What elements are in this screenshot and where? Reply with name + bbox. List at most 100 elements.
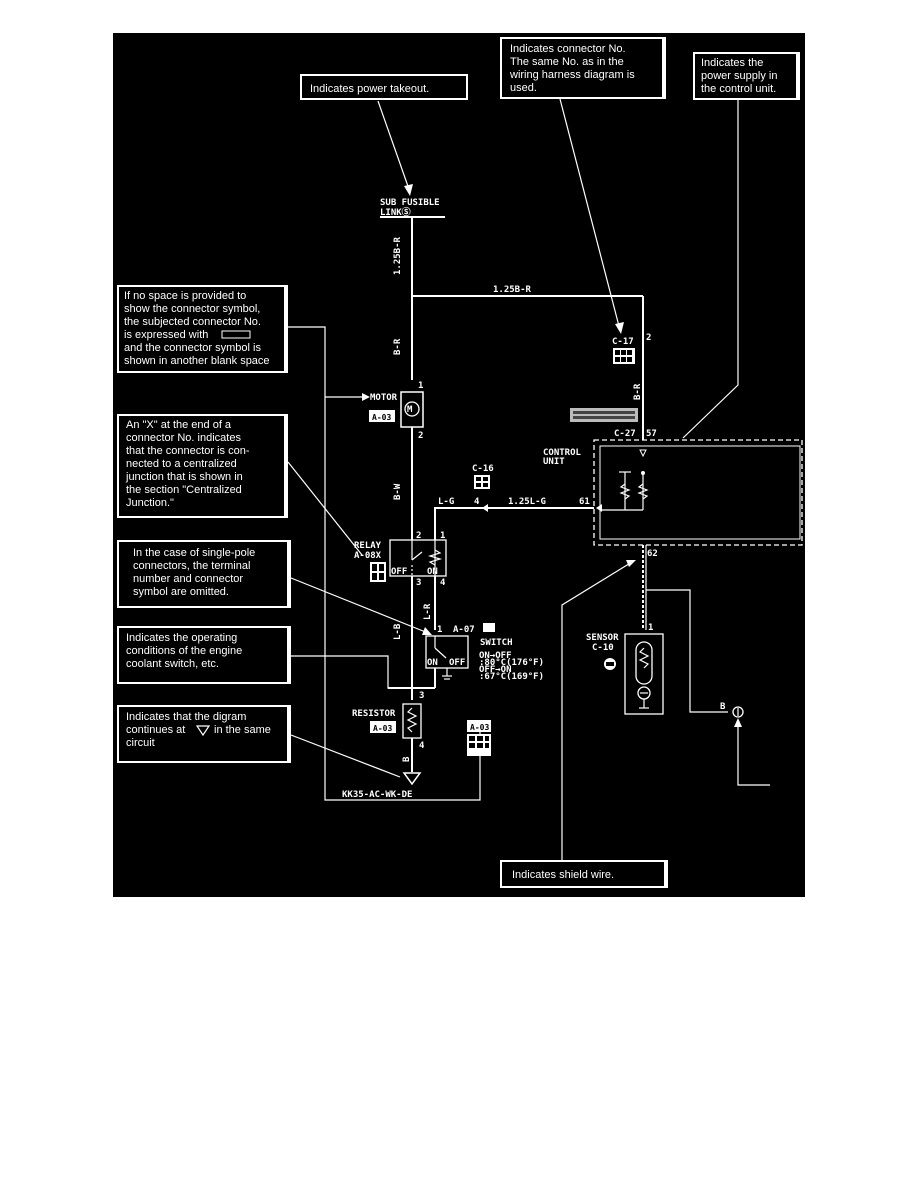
- label-callouts-x-end-3: nected to a centralized: [126, 458, 237, 470]
- label-diagram-relay-off: OFF: [391, 567, 407, 577]
- label-callouts-connector-no-2: wiring harness diagram is: [509, 69, 635, 81]
- label-diagram-l-g: L-G: [438, 497, 454, 507]
- callout-no-space: If no space is provided to show the conn…: [117, 285, 288, 373]
- label-callouts-x-end-0: An "X" at the end of a: [126, 419, 232, 431]
- label-callouts-shield: Indicates shield wire.: [512, 869, 614, 881]
- label-diagram-sensor-0: SENSOR: [586, 633, 619, 643]
- label-diagram-control-unit-1: UNIT: [543, 457, 565, 467]
- label-diagram-footer-code: KK35-AC-WK-DE: [342, 790, 412, 800]
- label-diagram-motor-pin-1: 1: [418, 381, 423, 391]
- label-diagram-l-r: L-R: [423, 603, 433, 620]
- label-diagram-switch: SWITCH: [480, 638, 513, 648]
- label-diagram-sensor-1: C-10: [592, 643, 614, 653]
- label-diagram-res-pin-4: 4: [419, 741, 425, 751]
- label-diagram-relay-1: A-08X: [354, 551, 382, 561]
- callout-shield: Indicates shield wire.: [500, 860, 668, 888]
- callout-connector-no: Indicates connector No. The same No. as …: [500, 37, 666, 99]
- label-diagram-pin-57: 57: [646, 429, 657, 439]
- label-diagram-l-b: L-B: [393, 623, 403, 640]
- label-callouts-single-pole-3: symbol are omitted.: [133, 586, 229, 598]
- callout-x-end: An "X" at the end of a connector No. ind…: [117, 414, 288, 518]
- label-diagram-wire-125b-r-horiz: 1.25B-R: [493, 285, 532, 295]
- label-callouts-continues-1: continues at: [126, 724, 185, 736]
- label-diagram-relay-pins-0: 2: [416, 531, 421, 541]
- label-callouts-no-space-4: and the connector symbol is: [124, 342, 261, 354]
- label-diagram-relay-pins-2: 3: [416, 578, 421, 588]
- label-diagram-b-right: B: [720, 702, 726, 712]
- label-callouts-connector-no-0: Indicates connector No.: [510, 43, 626, 55]
- label-diagram-switch-cond-3: :67°C(169°F): [479, 672, 544, 682]
- label-callouts-connector-no-1: The same No. as in the: [510, 56, 624, 68]
- label-diagram-a03-box: A-03: [470, 723, 489, 732]
- label-callouts-power-supply-0: Indicates the: [701, 57, 763, 69]
- callout-continues: Indicates that the digram continues at i…: [117, 705, 291, 763]
- label-callouts-single-pole-0: In the case of single-pole: [133, 547, 255, 559]
- label-callouts-operating-0: Indicates the operating: [126, 632, 237, 644]
- label-diagram-wire-125b-r-vert: 1.25B-R: [393, 236, 403, 275]
- label-callouts-no-space-3: is expressed with: [124, 329, 208, 341]
- label-diagram-pin-2-c17: 2: [646, 333, 651, 343]
- a03-connector-symbol: A-03: [467, 720, 491, 756]
- label-callouts-single-pole-2: number and connector: [133, 573, 243, 585]
- label-diagram-pin-4-c16: 4: [474, 497, 480, 507]
- callout-operating: Indicates the operating conditions of th…: [117, 626, 291, 684]
- label-callouts-no-space-0: If no space is provided to: [124, 290, 246, 302]
- label-diagram-pin-61: 61: [579, 497, 590, 507]
- label-diagram-relay-on: ON: [427, 567, 438, 577]
- label-diagram-switch-conn: A-07: [453, 625, 475, 635]
- label-callouts-x-end-5: the section "Centralized: [126, 484, 242, 496]
- callout-single-pole: In the case of single-pole connectors, t…: [117, 540, 291, 608]
- svg-text:M: M: [407, 405, 413, 415]
- label-callouts-power-supply-2: the control unit.: [701, 83, 776, 95]
- label-callouts-operating-2: coolant switch, etc.: [126, 658, 219, 670]
- label-callouts-x-end-4: junction that is shown in: [125, 471, 243, 483]
- callout-power-supply: Indicates the power supply in the contro…: [693, 52, 800, 100]
- label-diagram-pin-62: 62: [647, 549, 658, 559]
- label-diagram-c16: C-16: [472, 464, 494, 474]
- label-diagram-sub-fusible-0: SUB FUSIBLE: [380, 198, 440, 208]
- label-diagram-switch-cond-0: ON→OFF: [479, 651, 512, 661]
- label-callouts-continues-2: in the same: [214, 724, 271, 736]
- label-diagram-b-r-2: B-R: [633, 383, 643, 400]
- label-callouts-power-supply-1: power supply in: [701, 70, 777, 82]
- label-diagram-motor: MOTOR: [370, 393, 398, 403]
- c16-connector-symbol: [474, 475, 490, 489]
- label-diagram-sensor-pin: 1: [648, 623, 653, 633]
- label-callouts-x-end-1: connector No. indicates: [126, 432, 241, 444]
- label-diagram-res-pin-3: 3: [419, 691, 424, 701]
- c17-connector-symbol: [613, 348, 635, 364]
- label-callouts-single-pole-1: connectors, the terminal: [133, 560, 250, 572]
- label-diagram-relay-pins-1: 1: [440, 531, 445, 541]
- label-callouts-no-space-1: show the connector symbol,: [124, 303, 260, 315]
- callout-power-takeout: Indicates power takeout.: [300, 74, 468, 100]
- label-callouts-continues-3: circuit: [126, 737, 155, 749]
- label-callouts-no-space-5: shown in another blank space: [124, 355, 270, 367]
- label-diagram-switch-cond-2: OFF→ON: [479, 665, 512, 675]
- control-unit: [593, 439, 803, 546]
- relay-connector-symbol: [370, 562, 386, 582]
- label-diagram-wire-125l-g: 1.25L-G: [508, 497, 546, 507]
- label-diagram-control-unit-0: CONTROL: [543, 448, 582, 458]
- label-callouts-continues-0: Indicates that the digram: [126, 711, 246, 723]
- label-diagram-relay-0: RELAY: [354, 541, 382, 551]
- label-callouts-no-space-2: the subjected connector No.: [124, 316, 261, 328]
- label-callouts-operating-1: conditions of the engine: [126, 645, 242, 657]
- label-diagram-resistor: RESISTOR: [352, 709, 396, 719]
- label-diagram-sw-off: OFF: [449, 658, 465, 668]
- label-diagram-motor-pin-2: 2: [418, 431, 423, 441]
- motor-connector-tag: A-03: [369, 410, 395, 422]
- label-diagram-switch-cond-1: :80°C(176°F): [479, 658, 544, 668]
- label-diagram-sub-fusible-1: LINKⓈ: [380, 206, 411, 218]
- label-callouts-x-end-2: that the connector is con-: [126, 445, 250, 457]
- resistor-connector-tag: A-03: [370, 721, 396, 733]
- label-diagram-b-w: B-W: [393, 483, 403, 500]
- label-callouts-connector-no-3: used.: [510, 82, 537, 94]
- label-diagram-resistor-conn: A-03: [373, 724, 392, 733]
- label-callouts-power-takeout: Indicates power takeout.: [310, 83, 429, 95]
- label-diagram-c27: C-27: [614, 429, 636, 439]
- label-diagram-b-wire: B: [402, 756, 412, 762]
- label-diagram-b-r-1: B-R: [393, 338, 403, 355]
- label-diagram-sw-on: ON: [427, 658, 438, 668]
- label-callouts-x-end-6: Junction.": [126, 497, 174, 509]
